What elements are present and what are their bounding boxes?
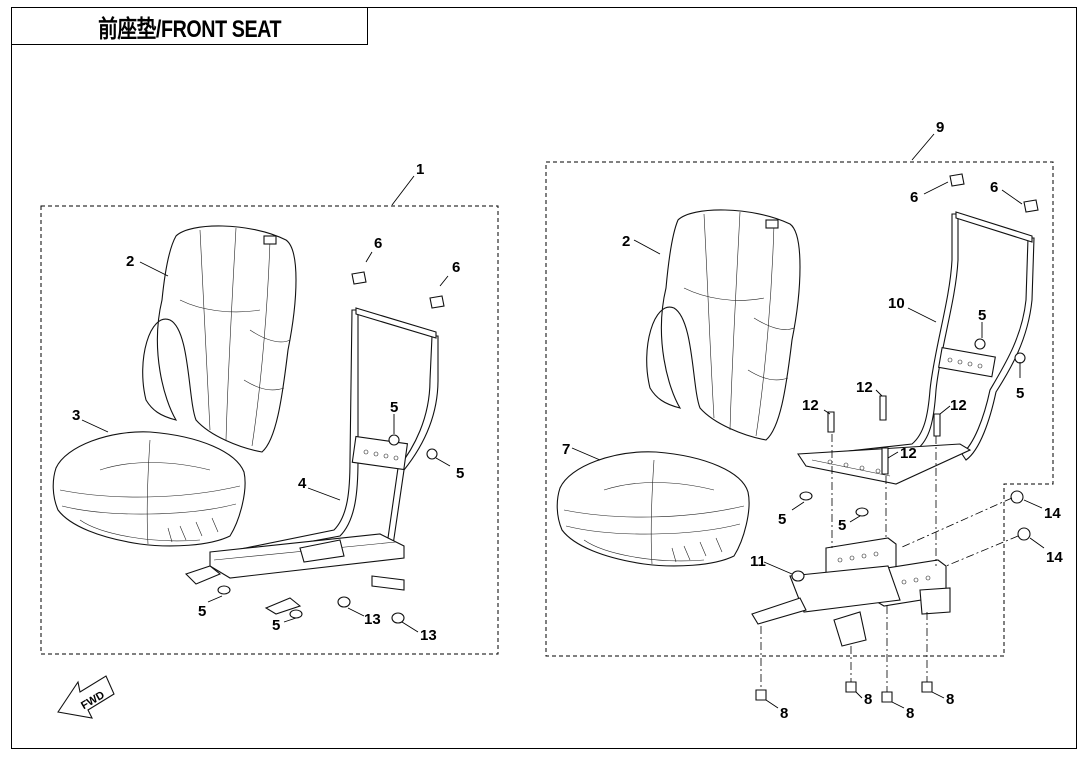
callout-12: 12 <box>802 397 819 414</box>
left-seat-cushion <box>52 431 246 547</box>
right-seat-assembly: 9 2 7 10 11 6 6 5 5 5 5 12 12 12 12 14 1… <box>545 119 1063 722</box>
right-slider-rail <box>751 537 951 647</box>
callout-13: 13 <box>420 627 437 644</box>
left-seat-back <box>142 225 297 453</box>
callout-8: 8 <box>906 705 914 722</box>
fwd-arrow-icon: FWD <box>57 675 115 719</box>
callout-12: 12 <box>900 445 917 462</box>
callout-5: 5 <box>390 399 398 416</box>
callout-14: 14 <box>1046 549 1063 566</box>
right-bushings-bolts <box>755 173 1039 703</box>
drawing-frame <box>11 7 1077 749</box>
callout-6: 6 <box>990 179 998 196</box>
left-assembly-boundary <box>40 205 499 655</box>
callout-5: 5 <box>978 307 986 324</box>
callout-6: 6 <box>452 259 460 276</box>
left-bushings <box>217 271 445 624</box>
callout-3: 3 <box>72 407 80 424</box>
callout-14: 14 <box>1044 505 1061 522</box>
callout-8: 8 <box>946 691 954 708</box>
callout-10: 10 <box>888 295 905 312</box>
callout-6: 6 <box>910 189 918 206</box>
right-assembly-boundary <box>545 161 1054 657</box>
callout-9: 9 <box>936 119 944 136</box>
callout-6: 6 <box>374 235 382 252</box>
callout-5: 5 <box>838 517 846 534</box>
callout-13: 13 <box>364 611 381 628</box>
left-seat-assembly: 1 2 3 4 6 6 5 5 5 5 13 13 <box>40 161 499 655</box>
callout-1: 1 <box>416 161 424 178</box>
callout-8: 8 <box>780 705 788 722</box>
callout-2: 2 <box>622 233 630 250</box>
right-seat-back <box>646 209 801 441</box>
callout-5: 5 <box>198 603 206 620</box>
title-box: 前座垫/FRONT SEAT <box>11 7 368 45</box>
page-title: 前座垫/FRONT SEAT <box>97 15 282 43</box>
callout-7: 7 <box>562 441 570 458</box>
left-seat-frame <box>184 307 439 615</box>
callout-12: 12 <box>856 379 873 396</box>
callout-8: 8 <box>864 691 872 708</box>
callout-12: 12 <box>950 397 967 414</box>
callout-5: 5 <box>778 511 786 528</box>
callout-4: 4 <box>298 475 307 492</box>
right-seat-cushion <box>556 451 750 567</box>
callout-2: 2 <box>126 253 134 270</box>
callout-11: 11 <box>750 553 766 570</box>
callout-5: 5 <box>456 465 464 482</box>
callout-5: 5 <box>272 617 280 634</box>
callout-5: 5 <box>1016 385 1024 402</box>
right-seat-frame <box>797 211 1035 485</box>
